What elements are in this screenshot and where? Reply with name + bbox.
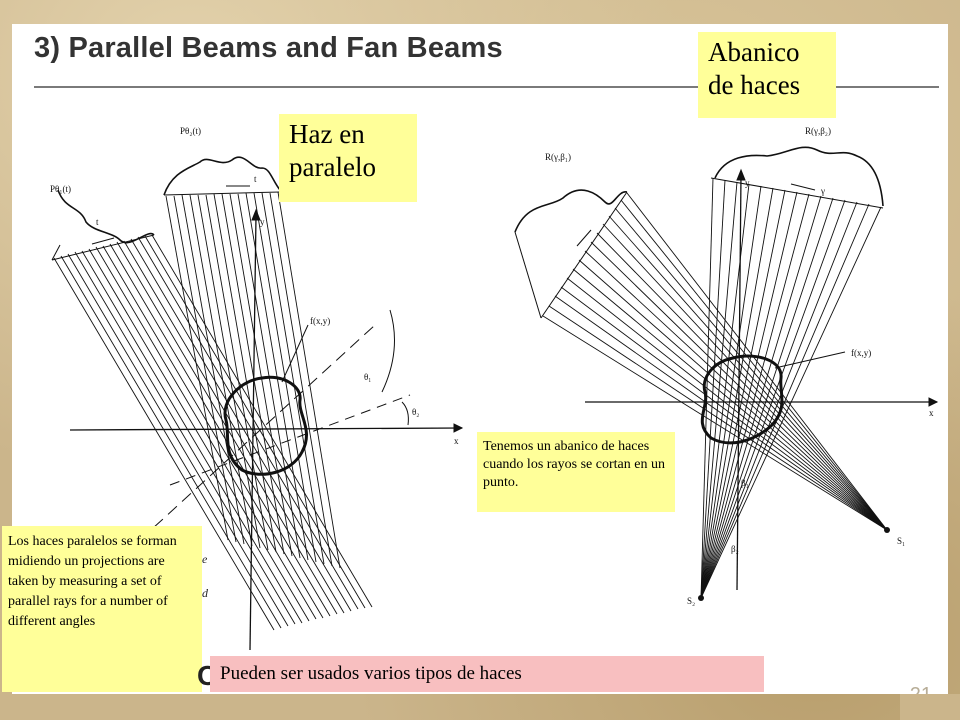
- label-beta1: β₁: [741, 478, 749, 488]
- label-s1: S₁: [897, 536, 905, 546]
- label-fxy: f(x,y): [851, 348, 871, 358]
- projection1-curve: [514, 189, 628, 233]
- projection1-edge: [514, 231, 542, 319]
- fxy-leader: [281, 324, 309, 383]
- label-fxy: f(x,y): [310, 316, 330, 326]
- label-gamma: γ: [820, 186, 825, 196]
- projection2-base: [163, 191, 281, 196]
- label-theta1: θ₁: [364, 372, 371, 382]
- label-beta2: β₂: [731, 544, 739, 554]
- projection1-base: [540, 191, 628, 319]
- note-fan-beam: Tenemos un abanico de haces cuando los r…: [477, 432, 675, 512]
- parallel-rays-set2: [165, 191, 341, 569]
- label-t2: t: [254, 174, 257, 184]
- fxy-leader: [774, 351, 846, 369]
- label-p-theta2: Pθ₂(t): [180, 126, 201, 136]
- projection2-curve: [714, 146, 884, 207]
- page-number-mask: [900, 694, 960, 720]
- label-y-axis: y: [260, 217, 265, 227]
- gamma-arrow: [790, 183, 816, 191]
- label-x-axis: x: [929, 408, 934, 418]
- x-axis: [69, 427, 463, 431]
- parallel-beam-diagram: Pθ₁(t) Pθ₂(t) t t y f(x,y) θ₁ θ₂ x: [50, 126, 464, 651]
- fan-beam-diagram: R(γ,β₁) R(γ,β₂) γ y f(x,y) β₁ β₂ S₁ S₂ x: [514, 126, 939, 606]
- theta2-arc: [401, 401, 409, 426]
- fan-rays-s1: [542, 192, 888, 531]
- source-s2: [698, 595, 704, 601]
- title-underline: [34, 86, 939, 88]
- x-axis-arrow: [928, 397, 939, 407]
- label-p-theta1: Pθ₁(t): [50, 184, 71, 194]
- projection2-curve: [163, 156, 281, 196]
- scan-fragment-d: d: [202, 586, 208, 600]
- label-r-beta2: R(γ,β₂): [805, 126, 831, 136]
- projection1-curve: [57, 189, 155, 244]
- t1-arrow: [91, 237, 115, 245]
- fan-rays-s2: [700, 177, 882, 599]
- beta1-arrow: [576, 229, 592, 247]
- label-r-beta1: R(γ,β₁): [545, 152, 571, 162]
- object-outline: [223, 375, 308, 476]
- dashed-axis-theta2: [169, 394, 411, 486]
- label-y-axis: y: [745, 178, 750, 188]
- y-axis-arrow: [736, 168, 746, 181]
- label-theta2: θ₂: [412, 407, 419, 417]
- parallel-rays-set1: [53, 234, 373, 631]
- scan-fragment-e: e: [202, 552, 208, 566]
- theta1-arc: [381, 309, 395, 393]
- label-t1: t: [96, 217, 99, 227]
- slide-title: 3) Parallel Beams and Fan Beams: [34, 32, 503, 64]
- x-axis-arrow: [453, 423, 464, 433]
- label-x-axis: x: [454, 436, 459, 446]
- dashed-axis-theta1: [139, 324, 376, 541]
- y-axis-arrow: [251, 208, 261, 221]
- label-s2: S₂: [687, 596, 695, 606]
- caption-beam-types: Pueden ser usados varios tipos de haces: [210, 656, 764, 692]
- note-parallel-beams: Los haces paralelos se forman midiendo u…: [2, 526, 202, 692]
- source-s1: [884, 527, 890, 533]
- label-fan-beam: Abanico de haces: [698, 32, 836, 118]
- label-parallel-beam: Haz en paralelo: [279, 114, 417, 202]
- projection1-edge: [51, 244, 61, 261]
